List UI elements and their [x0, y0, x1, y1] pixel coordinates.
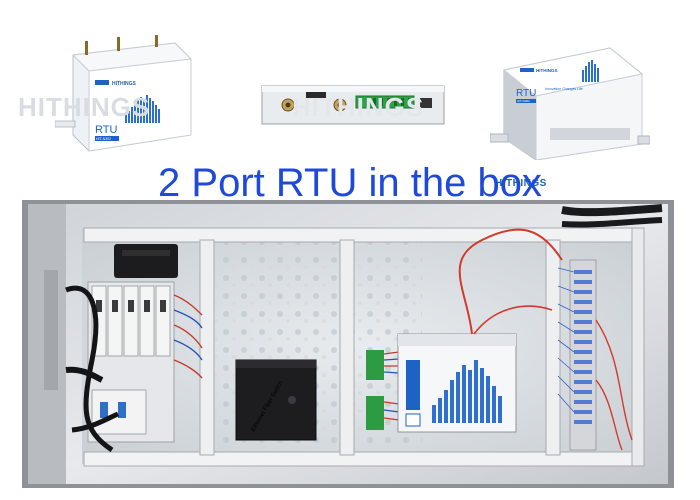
slogan-text: Innovation Changes Life — [545, 87, 583, 91]
model-label-right: HIT-N302 — [517, 99, 530, 103]
rtu-device-photo-side — [261, 85, 445, 125]
headline-caption: 2 Port RTU in the box — [158, 161, 542, 205]
brand-mark-right: HITHINGS — [536, 68, 558, 73]
brand-watermark: HITHINGS — [292, 92, 425, 122]
rtu-device-photo-right: HITHINGS RTU HIT-N302 Innovation Changes… — [490, 47, 650, 160]
cabinet-installation-photo: Ethernet Fiber Switch — [22, 200, 674, 488]
rtu-label-right: RTU — [516, 88, 536, 99]
hithings-logo-icon: HITHINGS — [495, 178, 547, 189]
brand-mark-left: HITHINGS — [112, 81, 137, 87]
brand-watermark: HITHINGS — [18, 92, 151, 122]
installed-rtu — [397, 333, 517, 433]
model-label-left: HIT-N302 — [96, 137, 111, 141]
rtu-device-photo-left: HITHINGS RTU HIT-N302 — [55, 35, 193, 152]
rtu-label-left: RTU — [95, 124, 117, 136]
